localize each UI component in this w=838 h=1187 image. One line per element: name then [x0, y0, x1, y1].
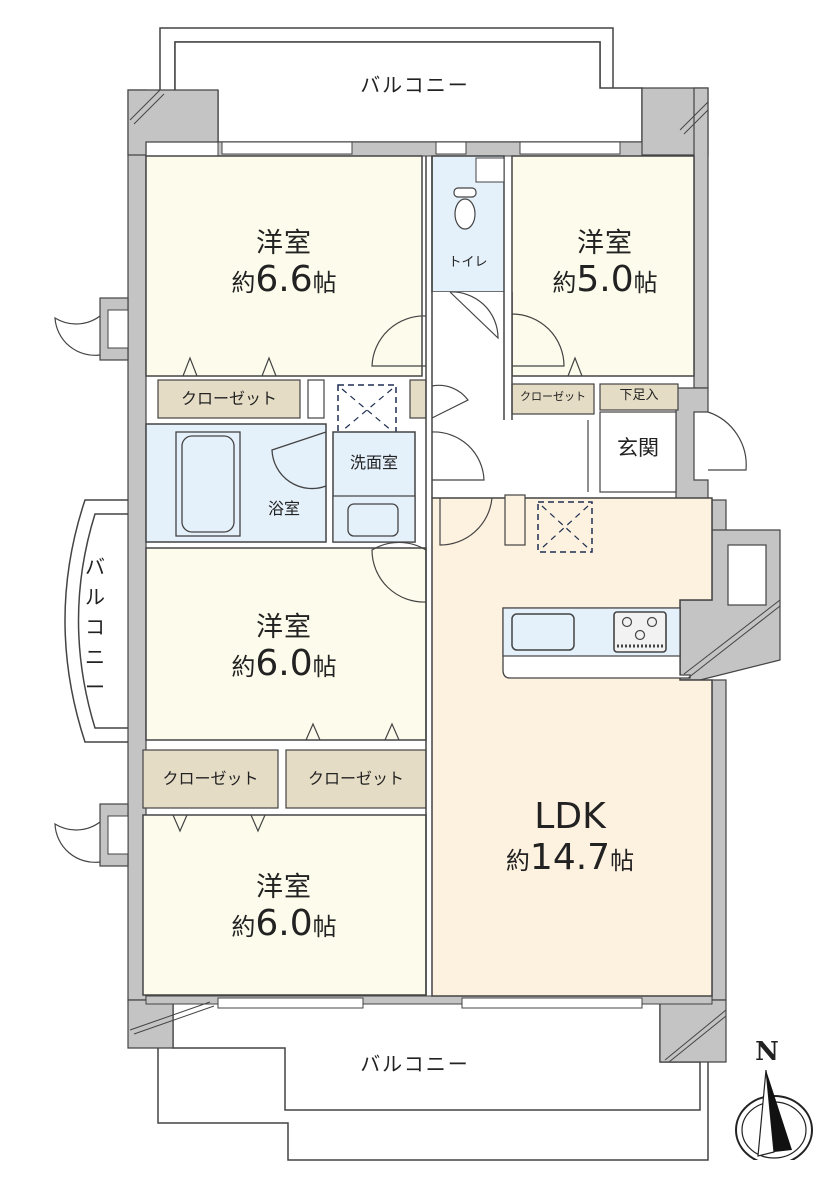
- room-bedroom-sw: 洋室 約6.0帖: [196, 872, 372, 944]
- outer-walls: [99, 87, 781, 1063]
- room-bedroom-w-mid: 洋室 約6.0帖: [196, 612, 372, 684]
- room-bedroom-nw-fill: [145, 155, 423, 377]
- room-bedroom-sw-fill: [142, 814, 427, 996]
- balcony-west: [64, 499, 128, 743]
- room-bedroom-nw: 洋室 約6.6帖: [196, 228, 372, 300]
- entrance-label: 玄関: [617, 436, 659, 460]
- closet-nw: クローゼット: [180, 389, 277, 408]
- shoe-storage-label: 下足入: [619, 388, 659, 403]
- room-ldk-fill: [431, 497, 713, 997]
- balcony-north: [159, 27, 643, 143]
- room-size: 約6.0帖: [231, 903, 337, 945]
- room-name: 洋室: [256, 612, 312, 643]
- balcony-south: [157, 1001, 709, 1161]
- room-size: 約14.7帖: [505, 837, 635, 879]
- closet-ne: クローゼット: [520, 390, 586, 403]
- closet-nw-fill: [157, 379, 301, 419]
- closet-sw-right: クローゼット: [307, 769, 404, 788]
- room-name: 洋室: [577, 228, 633, 259]
- room-bedroom-ne: 洋室 約5.0帖: [522, 228, 688, 300]
- north-compass-icon: N: [730, 1037, 820, 1160]
- closet-sw-left: クローゼット: [162, 769, 259, 788]
- toilet-icon: [452, 186, 478, 232]
- room-name: LDK: [534, 796, 606, 837]
- shoe-storage-fill: [599, 383, 679, 411]
- room-toilet-label: トイレ: [448, 255, 488, 270]
- balcony-west-label: バルコニー: [85, 555, 107, 699]
- balcony-south-label: バルコニー: [360, 1052, 470, 1076]
- closet-sw-left-fill: [142, 749, 279, 809]
- closet-sw-right-fill: [285, 749, 427, 809]
- room-name: 洋室: [256, 228, 312, 259]
- compass-north-label: N: [755, 1037, 779, 1067]
- room-bedroom-ne-fill: [511, 155, 695, 377]
- balcony-north-label: バルコニー: [360, 73, 470, 97]
- room-size: 約6.6帖: [231, 259, 337, 301]
- bathroom-label: 浴室: [267, 499, 300, 518]
- washroom-label: 洗面室: [349, 453, 398, 472]
- entrance-fill: [599, 411, 677, 493]
- closet-ne-fill: [511, 383, 595, 415]
- room-ldk: LDK 約14.7帖: [482, 796, 658, 879]
- room-bedroom-w-mid-fill: [145, 547, 427, 741]
- room-name: 洋室: [256, 872, 312, 903]
- hallway: [432, 292, 512, 498]
- room-size: 約6.0帖: [231, 643, 337, 685]
- room-size: 約5.0帖: [552, 259, 658, 301]
